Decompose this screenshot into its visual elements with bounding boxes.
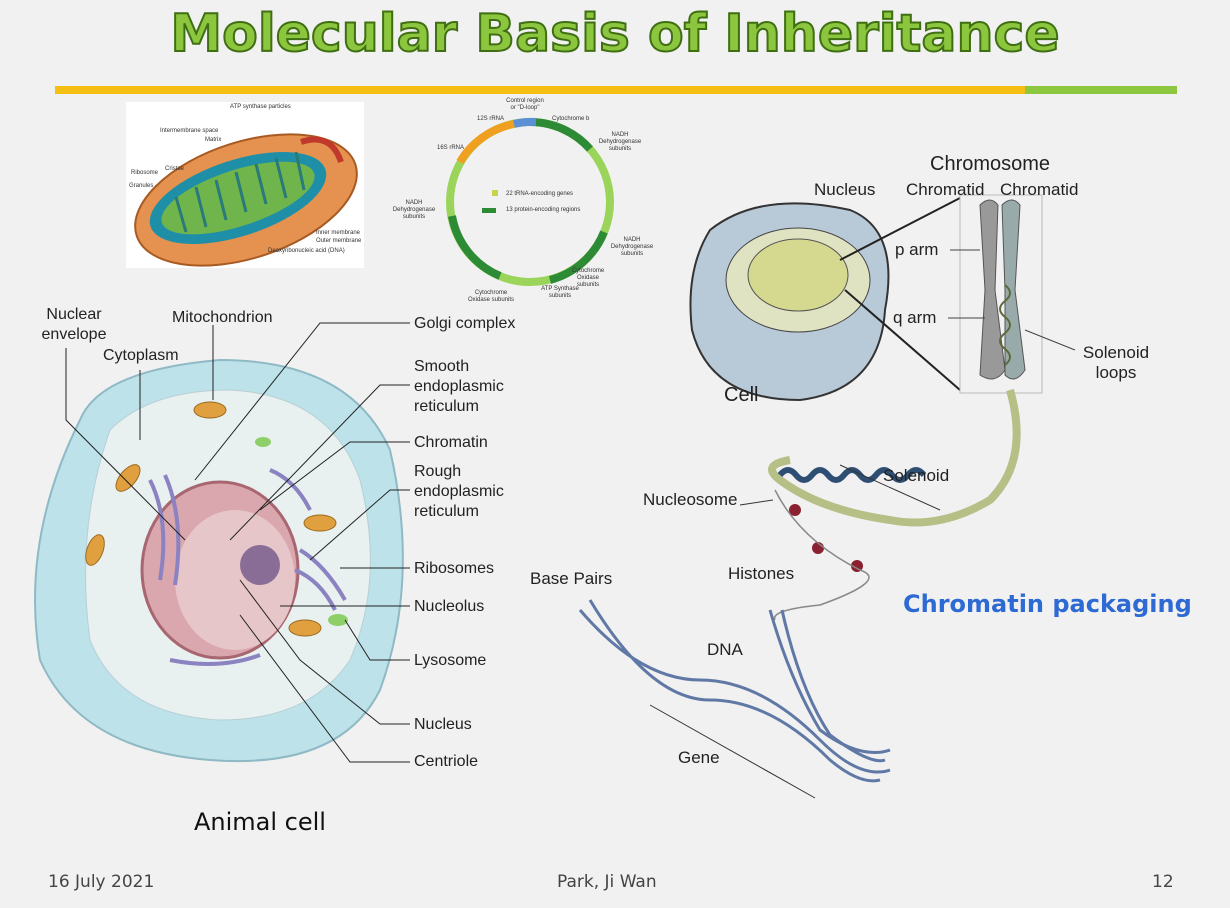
mito-label: Granules: [129, 183, 154, 189]
mtdna-label: Control region or "D-loop": [506, 98, 544, 111]
label-gene: Gene: [678, 748, 720, 767]
label-cell: Cell: [724, 384, 759, 406]
animal-cell-illustration: [34, 358, 404, 763]
cell-chromosome-illustration: [689, 194, 1076, 402]
label-q-arm: q arm: [893, 308, 937, 327]
footer-page-number: 12: [1152, 872, 1174, 892]
mtdna-legend-item: 13 protein-encoding regions: [506, 207, 581, 213]
mtdna-label: NADH Dehydrogenase subunits: [610, 237, 654, 257]
slide-title: Molecular Basis of Inheritance: [169, 3, 1060, 65]
label-nucleolus: Nucleolus: [414, 598, 485, 615]
mito-label: Ribosome: [131, 170, 159, 176]
label-cell-nucleus: Nucleus: [814, 180, 876, 199]
label-cytoplasm: Cytoplasm: [103, 347, 179, 364]
mtdna-label: 12S rRNA: [477, 116, 505, 122]
label-histones: Histones: [728, 564, 795, 583]
mito-label: Deoxyribonucleic acid (DNA): [268, 248, 345, 254]
label-nuclear-envelope: Nuclear envelope: [41, 306, 107, 343]
label-centriole: Centriole: [414, 753, 479, 770]
mtdna-label: Cytochrome Oxidase subunits: [467, 290, 515, 303]
label-mitochondrion: Mitochondrion: [172, 309, 273, 326]
mtdna-label: 16S rRNA: [437, 145, 465, 151]
label-nucleus: Nucleus: [414, 716, 472, 733]
title-rule-green: [1025, 86, 1177, 94]
chromatin-packaging-illustration: [578, 388, 1021, 799]
label-solenoid: Solenoid: [883, 466, 950, 485]
mtdna-label: NADH Dehydrogenase subunits: [598, 132, 642, 152]
mtdna-label: ATP Synthase subunits: [541, 286, 579, 299]
animal-cell-caption: Animal cell: [194, 808, 326, 836]
mtdna-legend-item: 22 tRNA-encoding genes: [506, 191, 574, 197]
label-base-pairs: Base Pairs: [530, 569, 613, 588]
mito-label: Matrix: [205, 137, 222, 143]
label-lysosome: Lysosome: [414, 652, 487, 669]
label-nucleosome: Nucleosome: [643, 490, 738, 509]
mito-label: Cristae: [165, 166, 185, 172]
label-chromatid-right: Chromatid: [1000, 180, 1079, 199]
footer-author: Park, Ji Wan: [557, 872, 657, 892]
label-chromosome: Chromosome: [930, 153, 1051, 175]
label-chromatid-left: Chromatid: [906, 180, 985, 199]
chromatin-packaging-caption: Chromatin packaging: [903, 590, 1192, 618]
label-rough-er: Rough endoplasmic reticulum: [414, 463, 504, 520]
mito-label: Outer membrane: [316, 238, 362, 244]
label-golgi-complex: Golgi complex: [414, 315, 516, 332]
label-solenoid-loops: Solenoid loops: [1082, 343, 1150, 382]
mitochondrion-illustration: [134, 133, 358, 267]
footer-date: 16 July 2021: [48, 872, 155, 892]
label-dna: DNA: [707, 640, 743, 659]
mtdna-ring: [446, 117, 614, 286]
mtdna-label: Cytochrome b: [552, 116, 590, 122]
mtdna-label: Cytochrome Oxidase subunits: [571, 268, 605, 288]
label-ribosomes: Ribosomes: [414, 560, 495, 577]
title-rule-yellow: [55, 86, 1025, 94]
mtdna-label: NADH Dehydrogenase subunits: [392, 200, 436, 220]
label-p-arm: p arm: [895, 240, 939, 259]
mito-label: Intermembrane space: [160, 128, 219, 134]
label-smooth-er: Smooth endoplasmic reticulum: [414, 358, 504, 415]
animal-cell-leader-lines: [65, 322, 410, 763]
mito-label: Inner membrane: [316, 230, 361, 236]
label-chromatin: Chromatin: [414, 434, 488, 451]
mito-label: ATP synthase particles: [230, 104, 291, 110]
